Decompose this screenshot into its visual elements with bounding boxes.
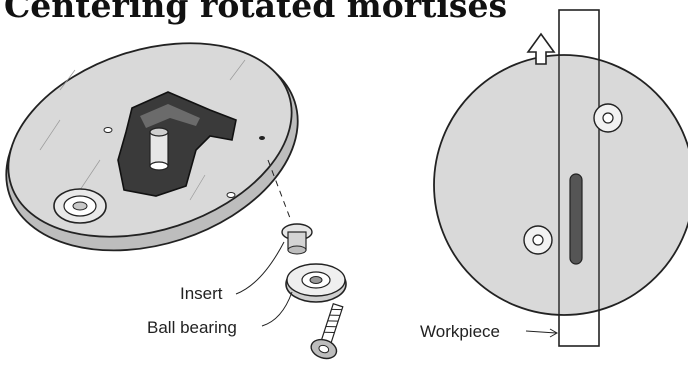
- exploded-parts: [236, 224, 350, 362]
- base-plate-illustration: [0, 9, 324, 285]
- insert-label: Insert: [180, 284, 223, 304]
- top-view-illustration: [434, 10, 688, 346]
- ball-bearing-label: Ball bearing: [147, 318, 237, 338]
- workpiece-label: Workpiece: [420, 322, 500, 342]
